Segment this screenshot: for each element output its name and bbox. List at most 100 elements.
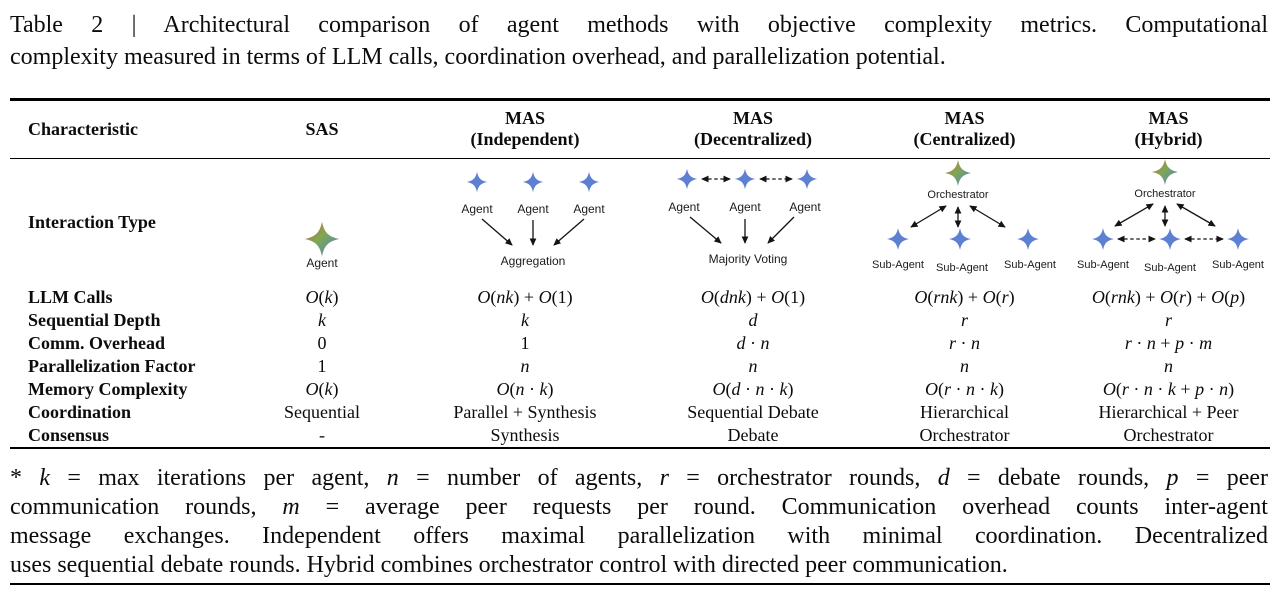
row-label: Coordination xyxy=(28,402,132,423)
subagent-label: Sub-Agent xyxy=(1212,259,1264,271)
table-cell: r xyxy=(1164,310,1172,331)
agent-label: Agent xyxy=(789,200,821,214)
column-title: SAS xyxy=(305,118,339,139)
page-bottom xyxy=(10,583,1270,586)
orchestrator-label: Orchestrator xyxy=(927,189,988,201)
diagram-mas-centralized: Orchestrator Sub-Agent Sub-Agent Sub-Age… xyxy=(872,160,1056,274)
agent-label: Agent xyxy=(668,200,700,214)
column-subtitle: (Hybrid) xyxy=(1134,129,1203,150)
row-label: Interaction Type xyxy=(28,212,156,233)
diagram-cell-hybrid: Orchestrator Sub-Agent Sub-Agent Sub-Age… xyxy=(1067,159,1270,286)
subagent-label: Sub-Agent xyxy=(1144,262,1196,274)
column-header-sas: SAS xyxy=(238,101,406,158)
table-cell: 1 xyxy=(317,356,327,377)
column-header-mas-decentralized: MAS (Decentralized) xyxy=(644,101,862,158)
table-rule-bottom xyxy=(10,447,1270,450)
flow-arrow-icon xyxy=(689,216,722,244)
subagent-label: Sub-Agent xyxy=(1077,259,1129,271)
table-caption: Table 2 | Architectural comparison of ag… xyxy=(10,10,1268,73)
row-label: Consensus xyxy=(28,425,110,446)
bidirectional-arrow-icon xyxy=(910,205,947,228)
agent-sparkle-icon xyxy=(304,221,340,257)
flow-arrow-icon xyxy=(553,218,585,246)
bidirectional-arrow-icon xyxy=(1114,203,1154,227)
table-cell: n xyxy=(960,356,969,377)
table-cell: r xyxy=(960,310,968,331)
subagent-sparkle-icon xyxy=(886,228,910,251)
column-title: MAS xyxy=(733,108,773,129)
diagram-cell-independent: Agent Agent Agent Aggregation xyxy=(406,159,644,286)
table-cell: d · n xyxy=(736,333,770,354)
table-cell: Sequential Debate xyxy=(687,402,819,423)
table-cell: Orchestrator xyxy=(1123,425,1214,446)
table-cell: O(dnk) + O(1) xyxy=(700,287,806,308)
agent-label: Agent xyxy=(306,256,338,270)
table-cell: O(rnk) + O(r) xyxy=(914,287,1015,308)
agent-label: Agent xyxy=(461,202,493,216)
flow-arrow-icon xyxy=(481,218,513,246)
table-cell: n xyxy=(520,356,530,377)
table-cell: Parallel + Synthesis xyxy=(453,402,597,423)
table-row-consensus: Consensus - Synthesis Debate Orchestrato… xyxy=(10,424,1270,447)
table-cell: Hierarchical + Peer xyxy=(1098,402,1239,423)
agent-sparkle-icon xyxy=(466,171,488,193)
row-label: Memory Complexity xyxy=(28,379,188,400)
column-header-mas-hybrid: MAS (Hybrid) xyxy=(1067,101,1270,158)
column-title: MAS xyxy=(944,108,985,129)
table-cell: r · n xyxy=(948,333,980,354)
subagent-sparkle-icon xyxy=(1158,228,1182,251)
subagent-label: Sub-Agent xyxy=(872,259,924,271)
table-cell: O(d · n · k) xyxy=(712,379,794,400)
table-cell: O(r · n · k + p · n) xyxy=(1102,379,1235,400)
table-row-sequential-depth: Sequential Depth k k d r r xyxy=(10,309,1270,332)
table-cell: O(k) xyxy=(305,287,339,308)
table-cell: - xyxy=(319,425,325,446)
agent-sparkle-icon xyxy=(796,168,818,190)
footnote-line: message exchanges. Independent offers ma… xyxy=(10,523,1268,550)
table-cell: O(n · k) xyxy=(496,379,554,400)
diagram-sas: Agent xyxy=(304,221,340,270)
comparison-table: Characteristic SAS MAS (Independent) MAS… xyxy=(10,98,1270,450)
agent-label: Agent xyxy=(517,202,549,216)
column-subtitle: (Independent) xyxy=(470,129,580,150)
orchestrator-label: Orchestrator xyxy=(1134,188,1195,200)
diagram-cell-sas: Agent xyxy=(238,159,406,286)
table-cell: n xyxy=(748,356,758,377)
table-cell: d xyxy=(748,310,758,331)
diagram-mas-decentralized: Agent Agent Agent Majority Voting xyxy=(668,168,821,266)
agent-sparkle-icon xyxy=(676,168,698,190)
table-footnote: * k = max iterations per agent, n = numb… xyxy=(10,464,1268,580)
table-row-coordination: Coordination Sequential Parallel + Synth… xyxy=(10,401,1270,424)
column-subtitle: (Centralized) xyxy=(913,129,1016,150)
row-label: LLM Calls xyxy=(28,287,113,308)
aggregation-label: Aggregation xyxy=(501,254,566,268)
row-label: Sequential Depth xyxy=(28,310,161,331)
table-cell: Sequential xyxy=(284,402,360,423)
column-title: MAS xyxy=(1148,108,1189,129)
majority-voting-label: Majority Voting xyxy=(709,252,788,266)
table-row-interaction-type: Interaction Type Agent Agent Agent Agent xyxy=(10,159,1270,286)
table-cell: Debate xyxy=(727,425,779,446)
column-subtitle: (Decentralized) xyxy=(694,129,812,150)
table-cell: 0 xyxy=(317,333,327,354)
table-cell: 1 xyxy=(520,333,530,354)
subagent-sparkle-icon xyxy=(1016,228,1040,251)
agent-label: Agent xyxy=(729,200,761,214)
table-row-comm-overhead: Comm. Overhead 0 1 d · n r · n r · n + p… xyxy=(10,332,1270,355)
table-cell: n xyxy=(1164,356,1173,377)
table-cell: O(r · n · k) xyxy=(924,379,1004,400)
bidirectional-arrow-icon xyxy=(969,205,1006,228)
footnote-line: * k = max iterations per agent, n = numb… xyxy=(10,465,1269,492)
diagram-cell-decentralized: Agent Agent Agent Majority Voting xyxy=(644,159,862,286)
diagram-mas-independent: Agent Agent Agent Aggregation xyxy=(461,171,605,268)
table-row-parallelization-factor: Parallelization Factor 1 n n n n xyxy=(10,355,1270,378)
bidirectional-arrow-icon xyxy=(1176,203,1216,227)
subagent-label: Sub-Agent xyxy=(936,262,988,274)
table-cell: O(nk) + O(1) xyxy=(477,287,573,308)
diagram-mas-hybrid: Orchestrator Sub-Agent Sub-Agent Sub-Age… xyxy=(1077,159,1264,274)
table-rule-top xyxy=(10,98,1270,101)
table-header-row: Characteristic SAS MAS (Independent) MAS… xyxy=(10,101,1270,158)
table-cell: Hierarchical xyxy=(920,402,1009,423)
flow-arrow-icon xyxy=(767,216,795,244)
table-rule-header xyxy=(10,157,1270,160)
